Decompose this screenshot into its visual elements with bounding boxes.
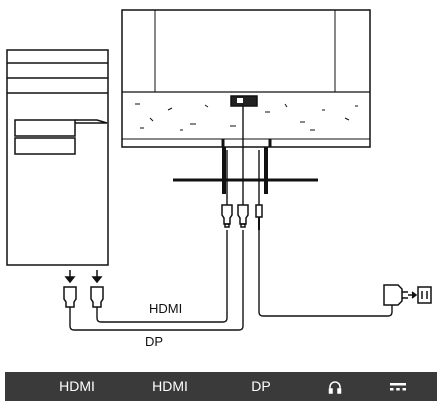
port-bar: HDMI HDMI DP	[5, 372, 437, 401]
dp-cable-label: DP	[145, 334, 163, 349]
dp-cable	[69, 230, 244, 331]
monitor-port-block	[230, 95, 258, 107]
port-label-hdmi-2: HDMI	[152, 378, 188, 394]
monitor-back-texture	[135, 103, 358, 131]
power-adapter	[383, 284, 432, 306]
port-label-dp: DP	[251, 378, 271, 394]
computer-connectors	[63, 286, 104, 308]
headphone-icon	[324, 372, 346, 401]
monitor-cables	[226, 106, 260, 205]
monitor	[121, 9, 371, 148]
power-cable	[258, 230, 393, 317]
monitor-stand	[173, 147, 318, 194]
hdmi-cable	[96, 230, 228, 323]
dc-power-icon	[387, 372, 409, 401]
computer-port-arrows	[64, 270, 103, 284]
port-label-hdmi-1: HDMI	[59, 378, 95, 394]
hdmi-cable-label: HDMI	[149, 301, 182, 316]
monitor-connectors	[221, 204, 263, 230]
computer-tower	[6, 49, 109, 266]
